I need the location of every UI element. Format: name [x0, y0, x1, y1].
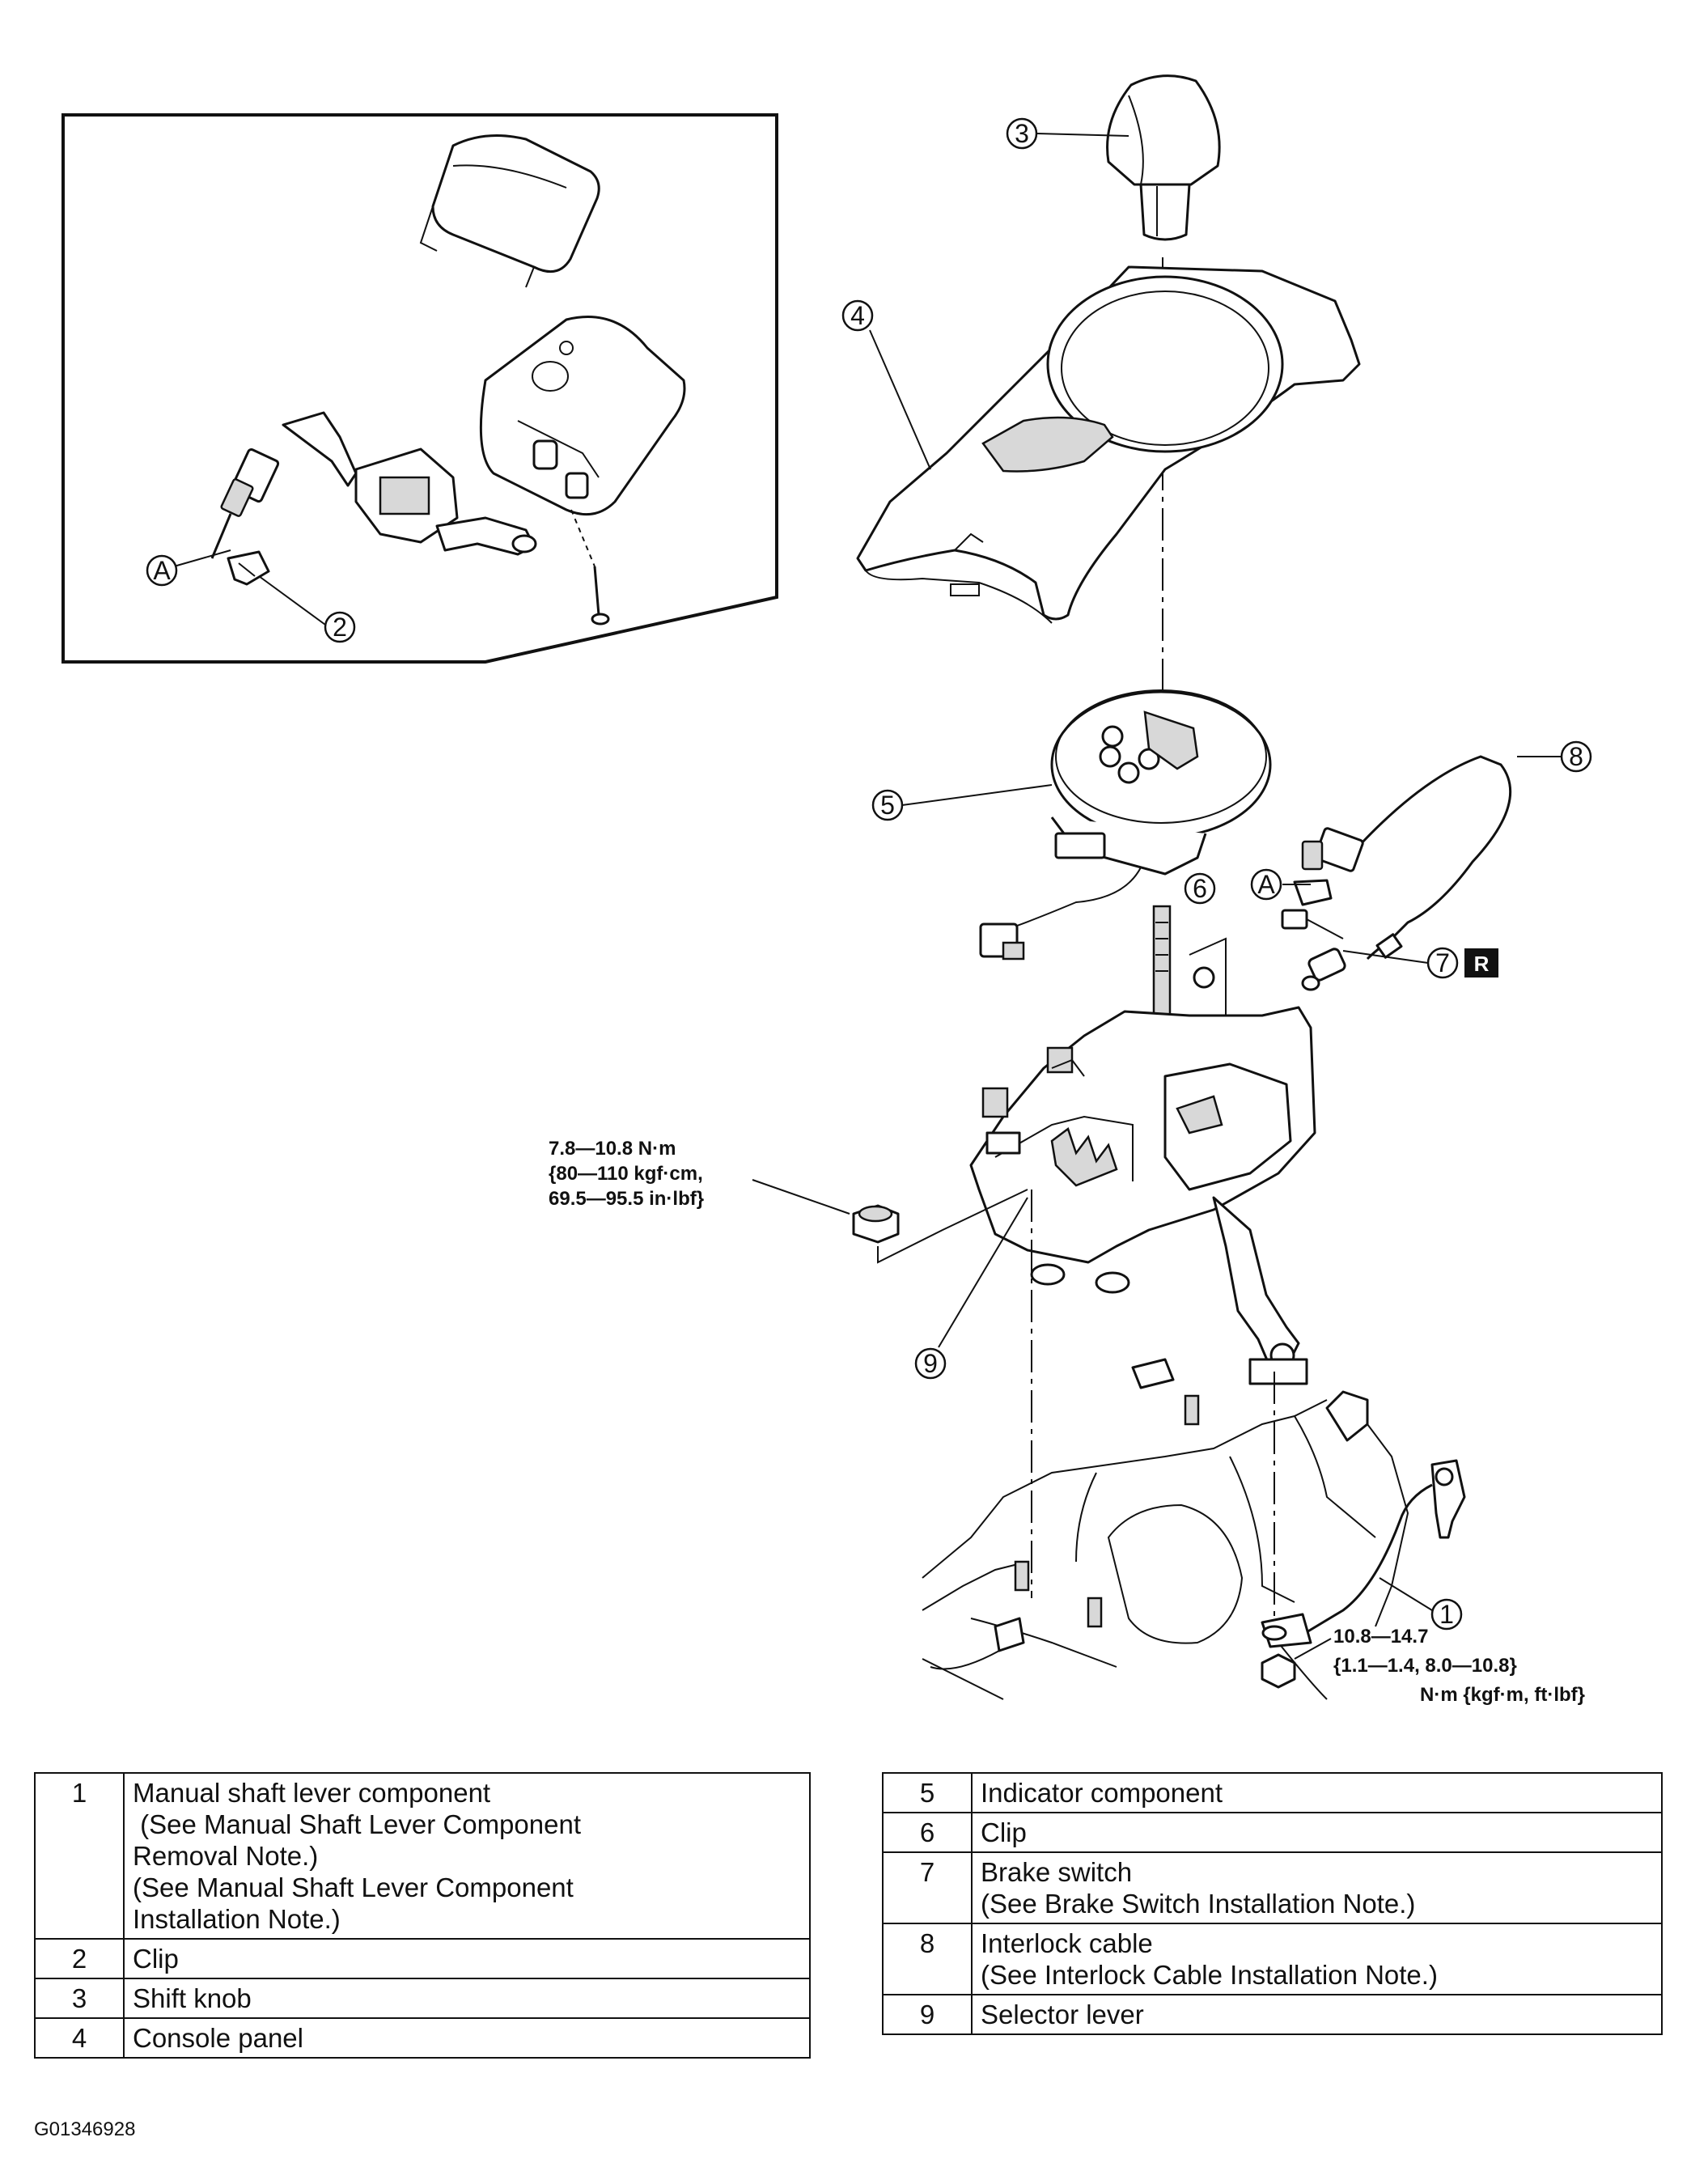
callout-3: 3: [1006, 117, 1129, 150]
svg-text:{80—110 kgf·cm,: {80—110 kgf·cm,: [549, 1163, 703, 1185]
clip-6: [1189, 937, 1227, 1024]
desc-line: Installation Note.): [133, 1904, 341, 1934]
part-number: 8: [882, 1923, 973, 1995]
svg-text:{1.1—1.4, 8.0—10.8}: {1.1—1.4, 8.0—10.8}: [1333, 1655, 1517, 1677]
inset-frame: [61, 113, 778, 664]
part-description: Clip: [971, 1812, 1663, 1853]
upper-column-cover: [419, 134, 600, 288]
part-description: Brake switch (See Brake Switch Installat…: [971, 1851, 1663, 1924]
desc-line: Removal Note.): [133, 1841, 319, 1871]
floor-tunnel: [922, 1358, 1409, 1700]
part-description: Clip: [123, 1938, 811, 1979]
inset-connector: [173, 447, 280, 567]
desc-line: Interlock cable: [981, 1928, 1153, 1958]
torque-note-lever: 10.8—14.7 {1.1—1.4, 8.0—10.8} N·m {kgf·m…: [1333, 1626, 1585, 1706]
table-row: 6 Clip: [882, 1812, 1663, 1853]
desc-line: (See Brake Switch Installation Note.): [981, 1889, 1416, 1919]
part-description: Selector lever: [971, 1994, 1663, 2035]
svg-text:10.8—14.7: 10.8—14.7: [1333, 1626, 1428, 1648]
desc-line: (See Manual Shaft Lever Component: [133, 1809, 581, 1839]
console-panel: [856, 265, 1361, 624]
svg-text:A: A: [153, 556, 171, 585]
part-number: 4: [34, 2017, 125, 2059]
table-row: 9 Selector lever: [882, 1994, 1663, 2035]
callout-A-cable: A: [1250, 868, 1311, 901]
svg-text:9: 9: [923, 1349, 938, 1378]
desc-line: (See Manual Shaft Lever Component: [133, 1872, 574, 1902]
table-row: 3 Shift knob: [34, 1978, 811, 2019]
desc-line: Manual shaft lever component: [133, 1778, 491, 1808]
selector-bolt-nut: [752, 1179, 1032, 1598]
part-number: 5: [882, 1772, 973, 1813]
figure-id: G01346928: [34, 2118, 136, 2140]
part-description: Manual shaft lever component (See Manual…: [123, 1772, 811, 1940]
brake-switch: [1281, 909, 1346, 991]
callout-1: 1: [1379, 1577, 1463, 1631]
callout-2: 2: [258, 575, 356, 643]
inset-clip: [227, 550, 270, 586]
table-row: 4 Console panel: [34, 2017, 811, 2059]
part-description: Console panel: [123, 2017, 811, 2059]
svg-text:8: 8: [1569, 742, 1583, 771]
svg-text:4: 4: [850, 301, 865, 330]
svg-text:R: R: [1474, 952, 1490, 976]
part-description: Interlock cable (See Interlock Cable Ins…: [971, 1923, 1663, 1995]
callout-8: 8: [1517, 740, 1592, 773]
torque-note-selector: 7.8—10.8 N·m {80—110 kgf·cm, 69.5—95.5 i…: [549, 1138, 704, 1210]
exploded-view-diagram: A 2 3 4: [61, 74, 1592, 1706]
lever-nut: [1261, 1638, 1332, 1689]
svg-text:5: 5: [880, 791, 895, 820]
table-row: 5 Indicator component: [882, 1772, 1663, 1813]
callout-5: 5: [871, 784, 1053, 821]
interlock-cable: [1293, 755, 1512, 961]
part-number: 6: [882, 1812, 973, 1853]
cover-screw: [570, 509, 610, 626]
desc-line: Brake switch: [981, 1857, 1133, 1887]
callout-9: 9: [914, 1197, 1028, 1380]
svg-text:A: A: [1257, 870, 1275, 899]
part-number: 1: [34, 1772, 125, 1940]
selector-stud: [1152, 905, 1172, 1029]
replace-badge: R: [1464, 948, 1498, 977]
svg-text:2: 2: [333, 613, 347, 642]
svg-text:N·m {kgf·m, ft·lbf}: N·m {kgf·m, ft·lbf}: [1420, 1684, 1585, 1706]
part-description: Shift knob: [123, 1978, 811, 2019]
parts-table-left: 1 Manual shaft lever component (See Manu…: [34, 1772, 811, 2059]
selector-lever-assembly: [969, 1006, 1316, 1385]
part-number: 9: [882, 1994, 973, 2035]
table-row: 7 Brake switch (See Brake Switch Install…: [882, 1851, 1663, 1924]
callout-A-inset: A: [146, 554, 178, 587]
part-description: Indicator component: [971, 1772, 1663, 1813]
indicator-component: [979, 689, 1272, 961]
part-number: 7: [882, 1851, 973, 1924]
part-number: 2: [34, 1938, 125, 1979]
svg-text:7: 7: [1435, 948, 1450, 977]
inset-detail: A 2: [61, 113, 778, 664]
svg-text:6: 6: [1193, 874, 1207, 903]
manual-shaft-lever-component: [1261, 1372, 1466, 1648]
combination-switch: [282, 411, 537, 556]
table-row: 1 Manual shaft lever component (See Manu…: [34, 1772, 811, 1940]
svg-text:1: 1: [1439, 1600, 1454, 1629]
table-row: 8 Interlock cable (See Interlock Cable I…: [882, 1923, 1663, 1995]
parts-table-right: 5 Indicator component 6 Clip 7 Brake swi…: [882, 1772, 1663, 2035]
callout-6: 6: [1184, 872, 1216, 905]
table-row: 2 Clip: [34, 1938, 811, 1979]
svg-text:3: 3: [1015, 119, 1029, 148]
part-number: 3: [34, 1978, 125, 2019]
callout-4: 4: [841, 299, 931, 470]
svg-text:7.8—10.8 N·m: 7.8—10.8 N·m: [549, 1138, 676, 1160]
desc-line: (See Interlock Cable Installation Note.): [981, 1960, 1438, 1990]
shift-knob: [1106, 74, 1221, 241]
callout-7: 7: [1342, 947, 1459, 979]
lower-column-cover: [479, 316, 686, 516]
svg-text:69.5—95.5 in·lbf}: 69.5—95.5 in·lbf}: [549, 1188, 704, 1210]
